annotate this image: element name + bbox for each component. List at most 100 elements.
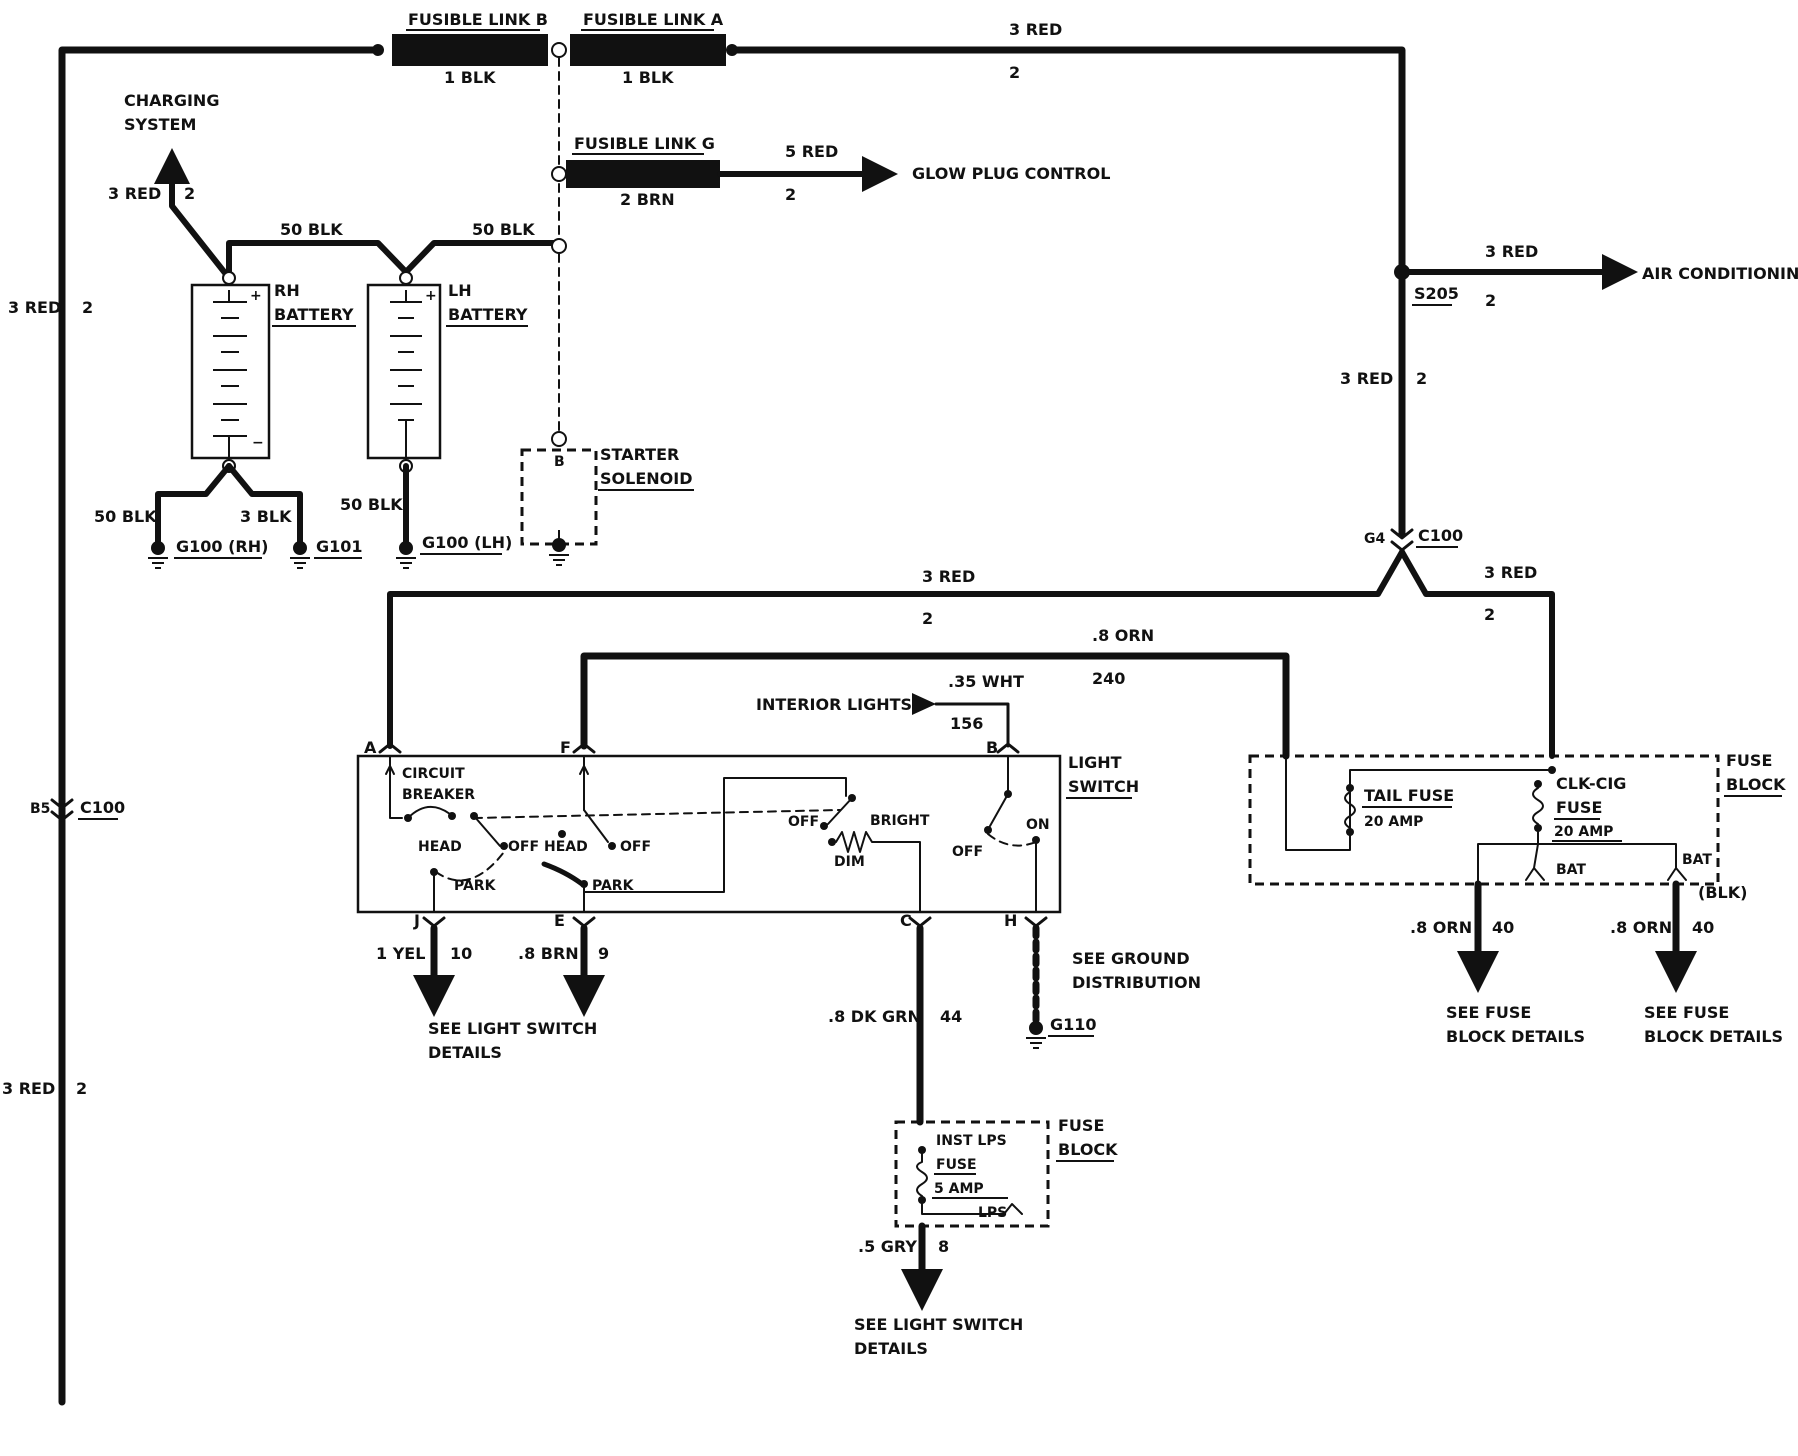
left-bus-lower-gauge: 3 RED bbox=[2, 1079, 55, 1098]
see-fuse-1-line2: BLOCK DETAILS bbox=[1446, 1027, 1585, 1046]
rh-battery-label-2: BATTERY bbox=[274, 305, 354, 324]
interior-lights-arrow bbox=[912, 693, 936, 715]
g100-rh-label: G100 (RH) bbox=[176, 537, 268, 556]
light-switch-pin-j: J bbox=[413, 911, 420, 930]
output-j-gauge: 1 YEL bbox=[376, 944, 425, 963]
tail-fuse-label: TAIL FUSE bbox=[1364, 786, 1454, 805]
inst-lps-label-1: INST LPS bbox=[936, 1133, 1007, 1149]
rh-battery-label-1: RH bbox=[274, 281, 300, 300]
fuse-out-2-circuit: 40 bbox=[1692, 918, 1714, 937]
light-switch-pin-f: F bbox=[560, 738, 571, 757]
ac-label: AIR CONDITIONING bbox=[1642, 264, 1798, 283]
circuit-breaker-label-1: CIRCUIT bbox=[402, 766, 465, 782]
light-switch-pin-b: B bbox=[986, 738, 998, 757]
branch-left-circuit: 2 bbox=[922, 609, 933, 628]
c100-right-label: C100 bbox=[1418, 526, 1463, 545]
starter-label-1: STARTER bbox=[600, 445, 679, 464]
fusible-link-a bbox=[570, 34, 726, 66]
lh-battery-label-2: BATTERY bbox=[448, 305, 528, 324]
g100-lh-label: G100 (LH) bbox=[422, 533, 512, 552]
off-label-3: OFF bbox=[788, 814, 819, 830]
glow-plug-label: GLOW PLUG CONTROL bbox=[912, 164, 1110, 183]
lh-battery-label-1: LH bbox=[448, 281, 472, 300]
fusible-link-g-wire: 2 BRN bbox=[620, 190, 675, 209]
blk-label: (BLK) bbox=[1698, 883, 1747, 902]
interior-circuit: 156 bbox=[950, 714, 983, 733]
circuit-breaker-label-2: BREAKER bbox=[402, 787, 475, 803]
interior-lights-wire bbox=[934, 702, 1010, 748]
fuse-block-bottom bbox=[894, 1120, 1050, 1228]
left-bus-upper-circuit: 2 bbox=[82, 298, 93, 317]
rh-ground-wire bbox=[155, 463, 232, 551]
starter-label-2: SOLENOID bbox=[600, 469, 692, 488]
rh-battery bbox=[190, 271, 271, 473]
bat-label-2: BAT bbox=[1682, 852, 1712, 868]
light-switch-pin-e: E bbox=[554, 911, 565, 930]
g110-label: G110 bbox=[1050, 1015, 1097, 1034]
top-wire-gauge: 3 RED bbox=[1009, 20, 1062, 39]
c100-left-pin: B5 bbox=[30, 801, 50, 817]
s205-label: S205 bbox=[1414, 284, 1459, 303]
output-j-circuit: 10 bbox=[450, 944, 472, 963]
lh-battery bbox=[366, 271, 442, 473]
output-e-gauge: .8 BRN bbox=[518, 944, 579, 963]
clk-cig-label-1: CLK-CIG bbox=[1556, 774, 1626, 793]
fuse-block-right bbox=[1248, 754, 1720, 886]
light-switch-pin-h: H bbox=[1004, 911, 1017, 930]
fusible-link-g bbox=[566, 160, 720, 188]
c100-left-connector bbox=[50, 798, 74, 822]
right-riser-circuit: 2 bbox=[1416, 369, 1427, 388]
fuse-out-1-circuit: 40 bbox=[1492, 918, 1514, 937]
orn-wire-gauge: .8 ORN bbox=[1092, 626, 1154, 645]
fusible-link-a-wire: 1 BLK bbox=[622, 68, 674, 87]
charging-wire bbox=[154, 148, 232, 281]
output-gry-gauge: .5 GRY bbox=[858, 1237, 917, 1256]
starter-solenoid bbox=[520, 448, 598, 546]
ac-circuit: 2 bbox=[1485, 291, 1496, 310]
battery-link-right: 50 BLK bbox=[472, 220, 535, 239]
rh-battery-minus: − bbox=[252, 435, 264, 451]
output-c-circuit: 44 bbox=[940, 1007, 962, 1026]
clk-cig-amp: 20 AMP bbox=[1554, 824, 1613, 840]
interior-lights-label: INTERIOR LIGHTS bbox=[756, 695, 912, 714]
charging-label-2: SYSTEM bbox=[124, 115, 196, 134]
see-light-switch-2-line2: DETAILS bbox=[854, 1339, 928, 1358]
inst-lps-amp: 5 AMP bbox=[934, 1181, 984, 1197]
starter-terminal: B bbox=[554, 454, 565, 470]
off-label-1: OFF bbox=[508, 839, 539, 855]
light-switch-pin-c: C bbox=[900, 911, 912, 930]
ground-symbols bbox=[148, 541, 416, 569]
left-bus-lower-circuit: 2 bbox=[76, 1079, 87, 1098]
top-bus bbox=[58, 34, 1406, 1406]
fusible-link-b-wire: 1 BLK bbox=[444, 68, 496, 87]
charging-gauge: 3 RED bbox=[108, 184, 161, 203]
right-riser-gauge: 3 RED bbox=[1340, 369, 1393, 388]
battery-link-left: 50 BLK bbox=[280, 220, 343, 239]
fusible-link-b bbox=[392, 34, 548, 66]
off-label-4: OFF bbox=[952, 844, 983, 860]
glow-plug-circuit: 2 bbox=[785, 185, 796, 204]
off-label-2: OFF bbox=[620, 839, 651, 855]
fuse-out-1-gauge: .8 ORN bbox=[1410, 918, 1472, 937]
bright-label: BRIGHT bbox=[870, 813, 930, 829]
fuse-block-bottom-label-2: BLOCK bbox=[1058, 1140, 1118, 1159]
interior-gauge: .35 WHT bbox=[948, 672, 1024, 691]
c100-right-pin: G4 bbox=[1364, 531, 1385, 547]
glow-plug-gauge: 5 RED bbox=[785, 142, 838, 161]
top-wire-circuit: 2 bbox=[1009, 63, 1020, 82]
tail-fuse-amp: 20 AMP bbox=[1364, 814, 1423, 830]
see-fuse-2-line1: SEE FUSE bbox=[1644, 1003, 1729, 1022]
bat-label-1: BAT bbox=[1556, 862, 1586, 878]
orn-240-wire bbox=[580, 652, 1290, 760]
lh-battery-plus: + bbox=[425, 288, 437, 304]
lh-ground-gauge: 50 BLK bbox=[340, 495, 403, 514]
fusible-link-b-label: FUSIBLE LINK B bbox=[408, 10, 548, 29]
light-switch-pin-a: A bbox=[364, 738, 377, 757]
fusible-link-a-label: FUSIBLE LINK A bbox=[583, 10, 724, 29]
output-gry-circuit: 8 bbox=[938, 1237, 949, 1256]
fuse-block-right-label-2: BLOCK bbox=[1726, 775, 1786, 794]
see-fuse-1-line1: SEE FUSE bbox=[1446, 1003, 1531, 1022]
branch-left-wire bbox=[387, 549, 1405, 749]
rh-battery-plus: + bbox=[250, 288, 262, 304]
g101-label: G101 bbox=[316, 537, 363, 556]
